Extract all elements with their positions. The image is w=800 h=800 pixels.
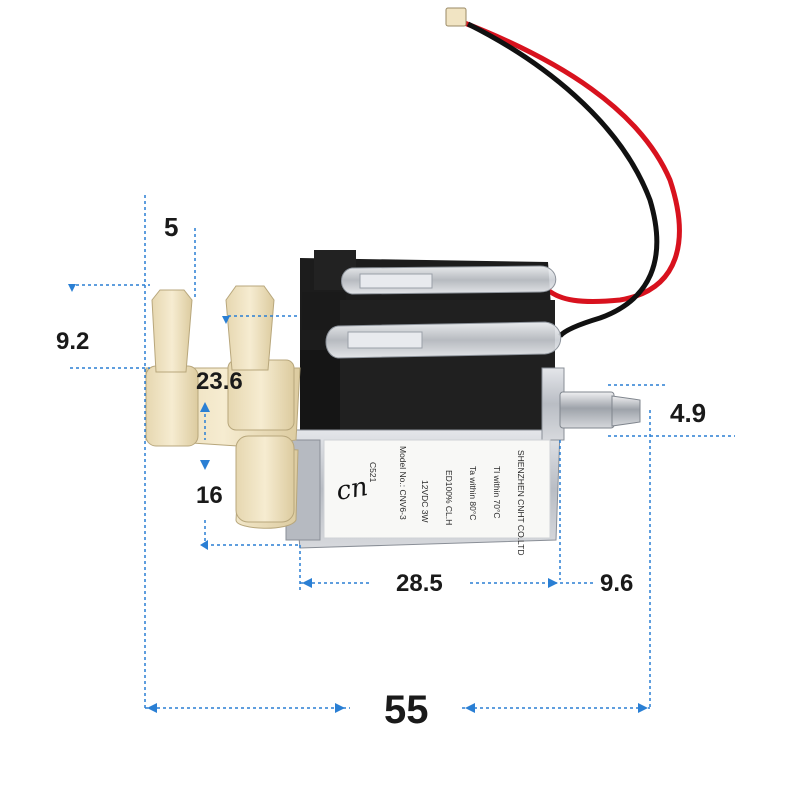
dimension-arrows bbox=[68, 284, 648, 713]
label-rating: 12VDC 3W bbox=[420, 480, 430, 523]
dim-outlet-diameter: 4.9 bbox=[670, 398, 707, 428]
dimension-lines bbox=[70, 195, 735, 709]
dim-base-height: 16 bbox=[196, 482, 223, 509]
dim-overall-length: 55 bbox=[384, 688, 429, 732]
terminal-bottom bbox=[325, 321, 562, 359]
terminal-top bbox=[341, 265, 557, 295]
plastic-valve-body bbox=[145, 285, 301, 529]
dim-body-length: 28.5 bbox=[396, 570, 443, 597]
label-duty: ED100% CL.H bbox=[444, 470, 454, 525]
label-logo: cn bbox=[334, 472, 370, 507]
label-ta: Ta within 80°C bbox=[468, 466, 478, 520]
label-maker: SHENZHEN CNHT CO.LTD bbox=[516, 450, 526, 555]
red-wire bbox=[461, 19, 682, 305]
connector-plug bbox=[445, 7, 467, 27]
black-wire bbox=[466, 21, 660, 338]
label-code: C521 bbox=[368, 462, 378, 483]
dim-inlet-height: 9.2 bbox=[56, 328, 90, 355]
dim-port-spacing: 23.6 bbox=[196, 368, 243, 395]
lead-wires bbox=[445, 7, 682, 338]
label-model: Model No.: CNV6-3 bbox=[398, 446, 408, 520]
outlet-nozzle bbox=[559, 391, 641, 429]
dim-outlet-length: 9.6 bbox=[600, 570, 634, 597]
product-label: cn C521 Model No.: CNV6-3 12VDC 3W ED100… bbox=[323, 439, 551, 555]
label-ti: Tl within 70°C bbox=[492, 466, 502, 519]
dim-inlet-diameter: 5 bbox=[164, 212, 179, 242]
